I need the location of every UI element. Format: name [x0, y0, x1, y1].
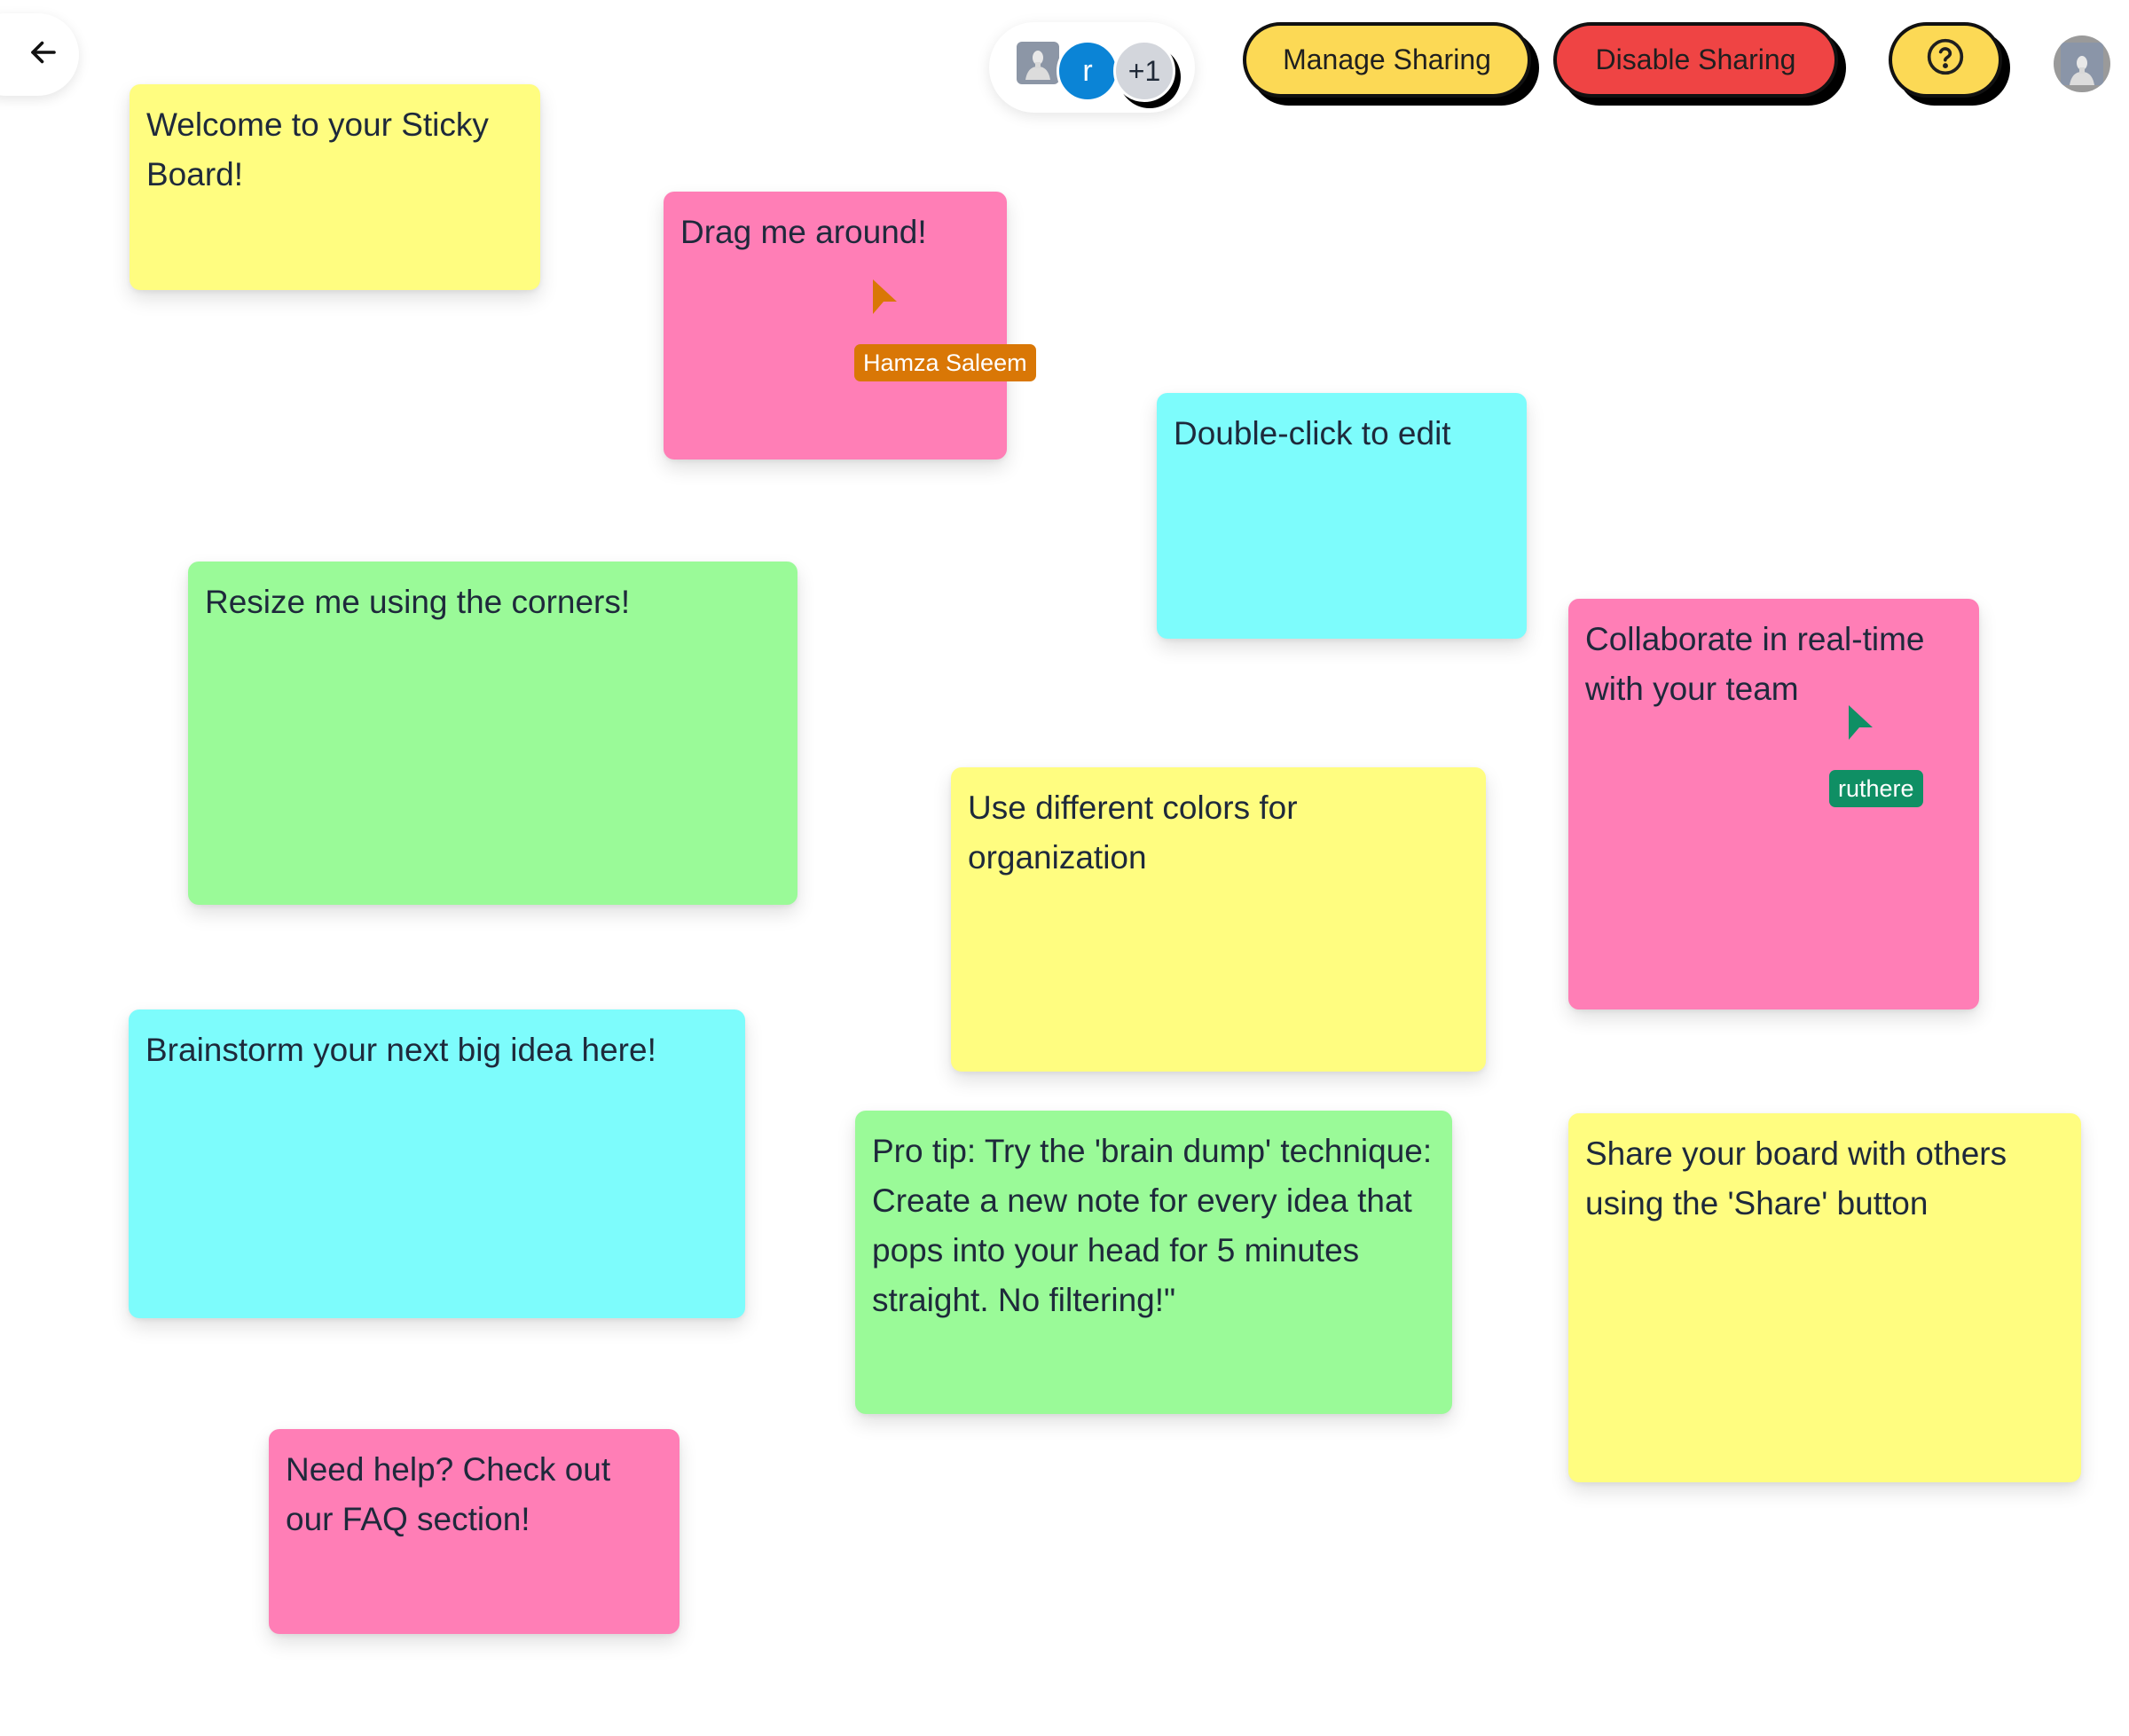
- arrow-left-icon: [27, 36, 59, 73]
- remote-cursor-label: Hamza Saleem: [854, 344, 1036, 381]
- disable-sharing-button[interactable]: Disable Sharing: [1553, 22, 1838, 98]
- user-avatar[interactable]: [2054, 35, 2110, 92]
- avatar-initial: r: [1082, 53, 1093, 88]
- collaborator-avatar-initial: r: [1057, 40, 1119, 102]
- collaborators-pill[interactable]: r +1: [989, 22, 1195, 113]
- note-text: Collaborate in real-time with your team: [1585, 621, 1925, 707]
- sticky-note[interactable]: Double-click to edit: [1157, 393, 1527, 639]
- sticky-note[interactable]: Drag me around!: [664, 192, 1007, 460]
- note-text: Resize me using the corners!: [205, 584, 631, 620]
- disable-sharing-label: Disable Sharing: [1595, 43, 1796, 75]
- sticky-note[interactable]: Brainstorm your next big idea here!: [129, 1009, 745, 1318]
- manage-sharing-button[interactable]: Manage Sharing: [1243, 22, 1531, 98]
- sticky-note[interactable]: Welcome to your Sticky Board!: [130, 84, 540, 290]
- remote-cursor-pointer-icon: [1848, 705, 1878, 741]
- sticky-note[interactable]: Use different colors for organization: [951, 767, 1486, 1072]
- sticky-note[interactable]: Pro tip: Try the 'brain dump' technique:…: [855, 1111, 1452, 1414]
- collaborator-avatar-photo: [1017, 42, 1059, 84]
- sticky-note[interactable]: Need help? Check out our FAQ section!: [269, 1429, 680, 1634]
- note-text: Pro tip: Try the 'brain dump' technique:…: [872, 1133, 1433, 1318]
- note-text: Share your board with others using the '…: [1585, 1135, 2007, 1221]
- remote-cursor-pointer-icon: [872, 279, 902, 315]
- overflow-count-text: +1: [1127, 54, 1161, 87]
- note-text: Use different colors for organization: [968, 789, 1298, 876]
- note-text: Double-click to edit: [1174, 415, 1451, 452]
- help-button[interactable]: [1889, 22, 2002, 98]
- note-text: Brainstorm your next big idea here!: [145, 1032, 656, 1068]
- sticky-note[interactable]: Share your board with others using the '…: [1568, 1113, 2081, 1482]
- question-circle-icon: [1926, 37, 1965, 83]
- remote-cursor-label: ruthere: [1829, 770, 1923, 807]
- user-photo-icon: [2061, 43, 2103, 85]
- manage-sharing-label: Manage Sharing: [1283, 43, 1491, 75]
- remote-user-name: ruthere: [1838, 775, 1914, 802]
- back-button[interactable]: [0, 13, 79, 96]
- collaborators-overflow-count[interactable]: +1: [1113, 40, 1175, 102]
- note-text: Need help? Check out our FAQ section!: [286, 1451, 611, 1537]
- note-text: Drag me around!: [680, 214, 927, 250]
- sticky-note[interactable]: Resize me using the corners!: [188, 562, 797, 905]
- sticky-note[interactable]: Collaborate in real-time with your team: [1568, 599, 1979, 1009]
- remote-user-name: Hamza Saleem: [863, 350, 1027, 376]
- user-photo-icon: [1020, 44, 1056, 84]
- note-text: Welcome to your Sticky Board!: [146, 106, 489, 192]
